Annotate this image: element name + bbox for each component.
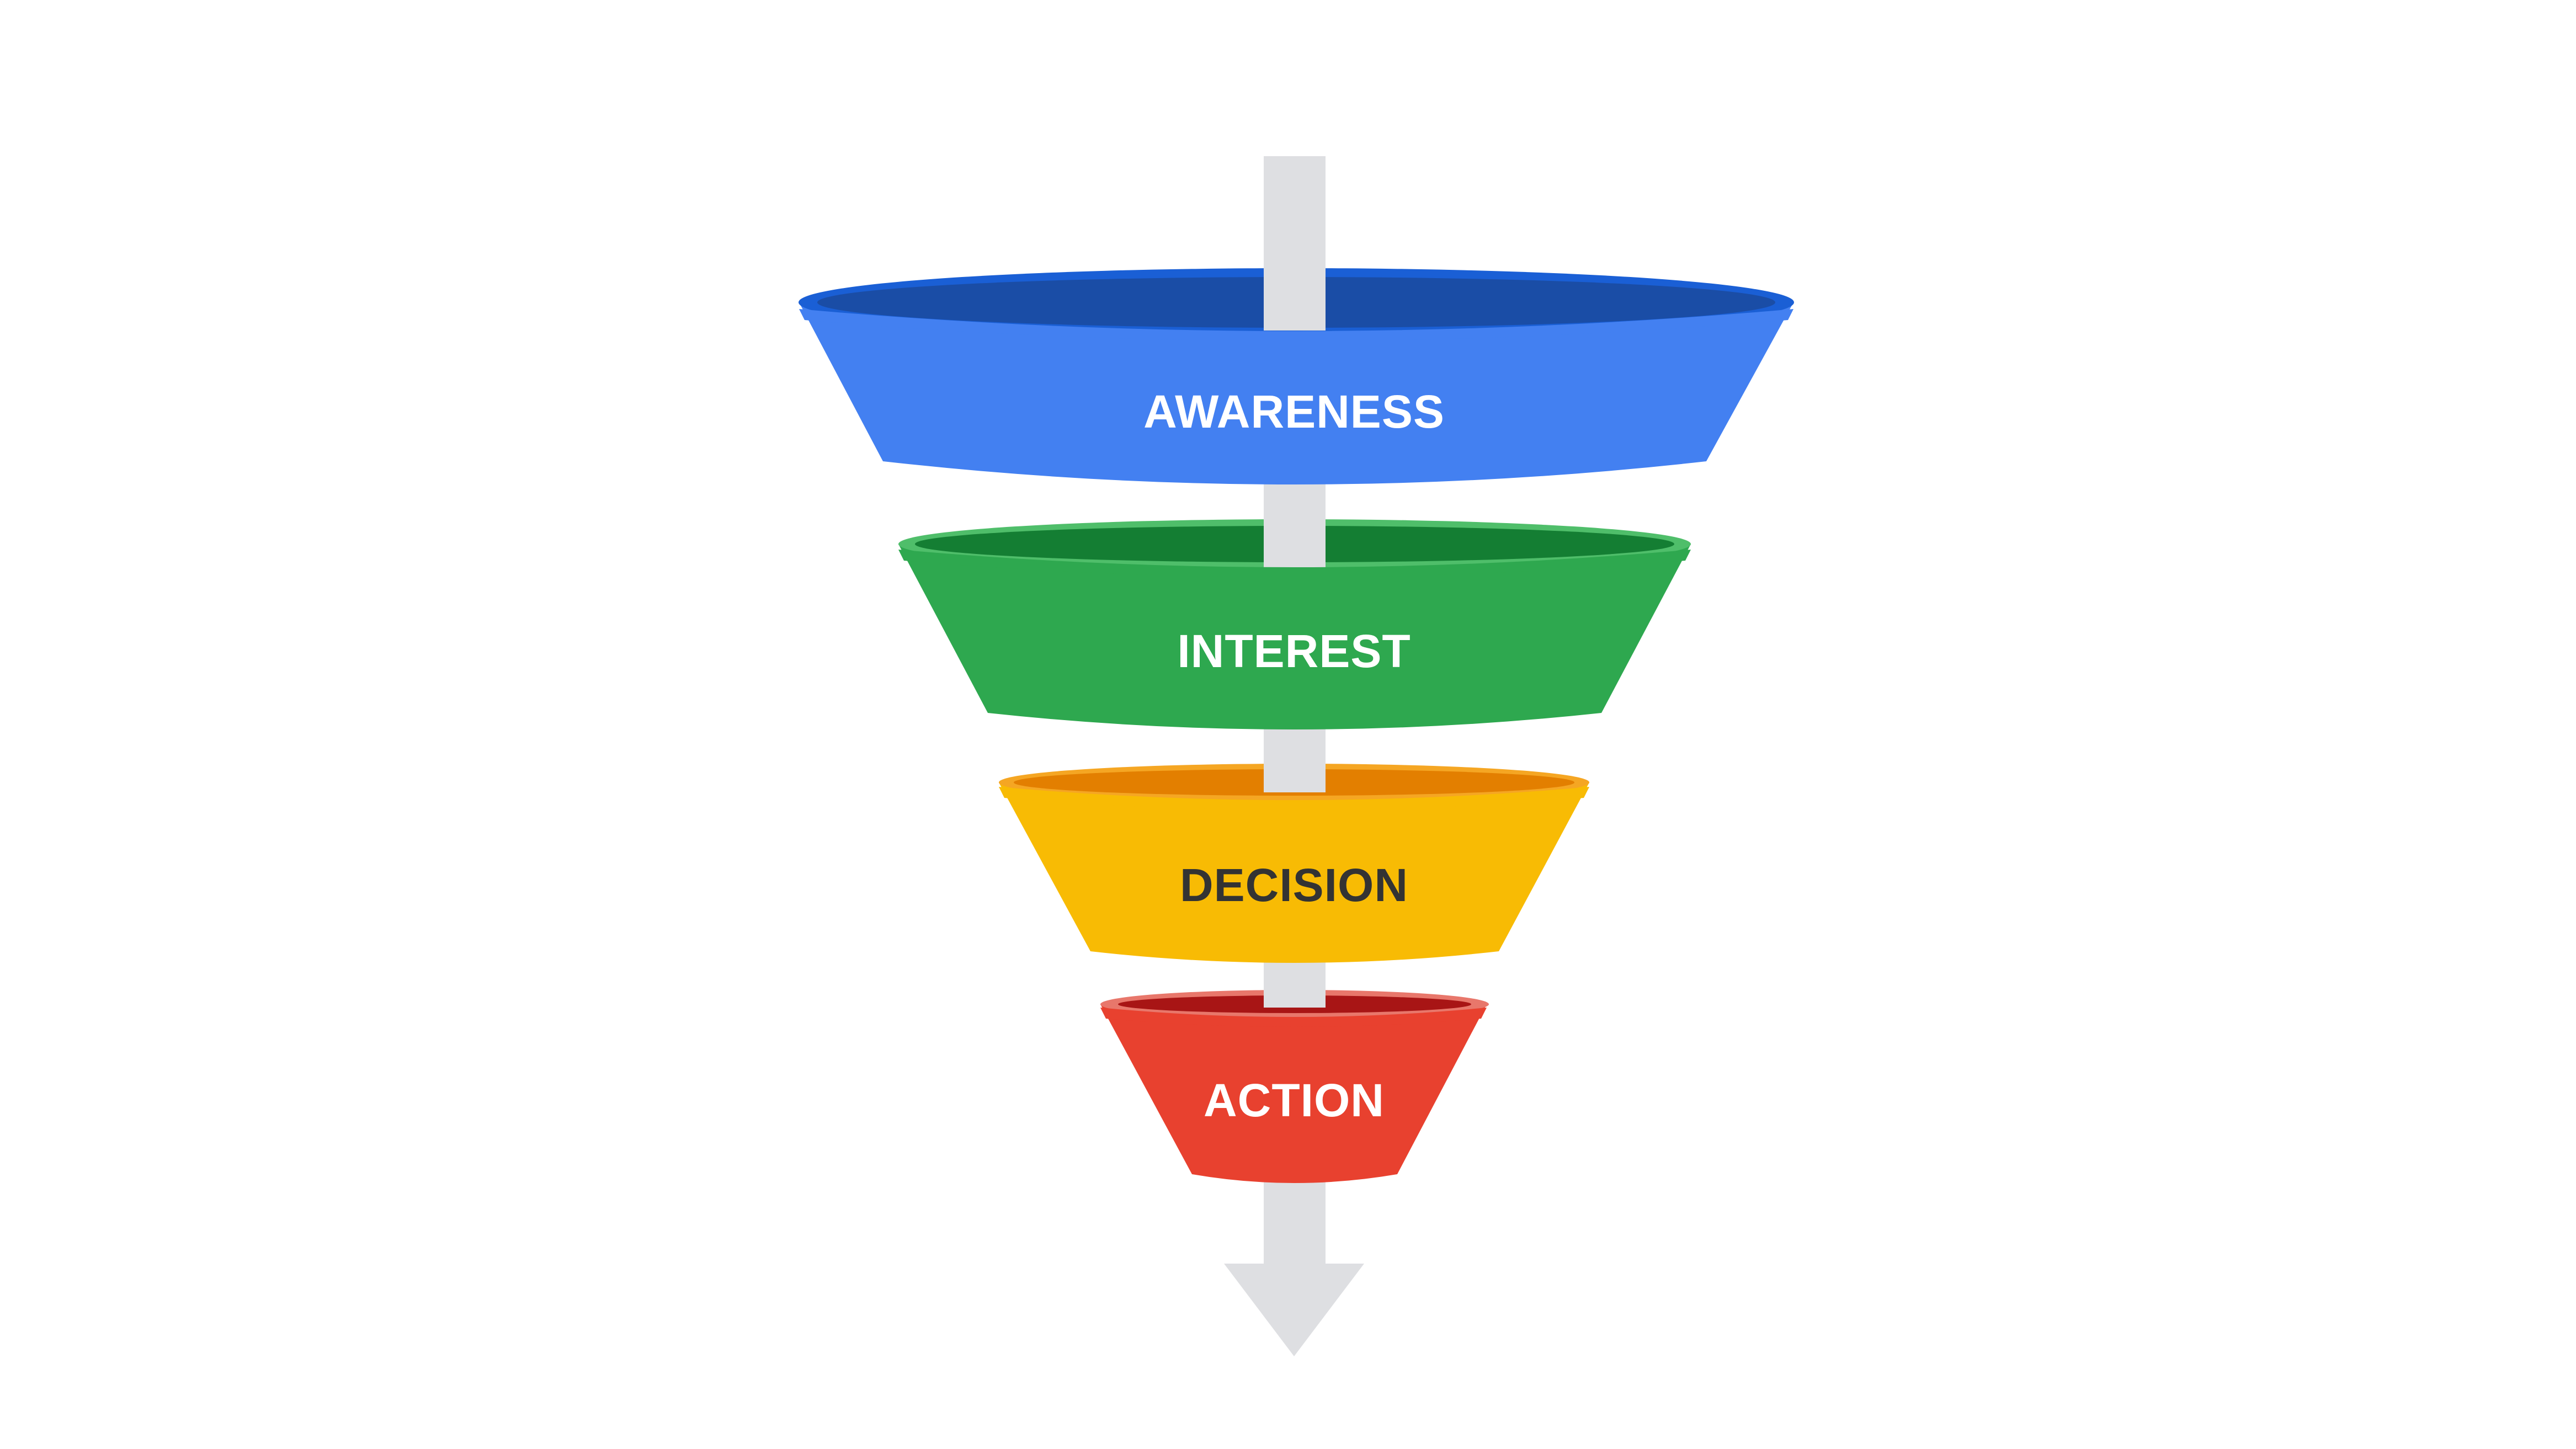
funnel-stage-action: ACTION: [1100, 971, 1489, 1183]
funnel-stage-awareness: AWARENESS: [799, 156, 1794, 484]
funnel-stage-interest-label: INTEREST: [1177, 625, 1411, 677]
funnel-stage-decision-label: DECISION: [1180, 859, 1408, 911]
funnel-stage-awareness-arrow-segment: [1264, 156, 1326, 331]
funnel-stage-action-arrow-segment: [1264, 971, 1326, 1008]
funnel-stage-awareness-label: AWARENESS: [1143, 386, 1445, 438]
funnel-stage-decision-body: [999, 782, 1589, 963]
flow-arrow-head: [1224, 1264, 1364, 1356]
funnel-stage-interest: INTEREST: [898, 519, 1691, 729]
funnel-stage-action-body: [1100, 1004, 1487, 1183]
funnel-stage-interest-lip: [898, 550, 1691, 577]
funnel-stage-awareness-body: [799, 302, 1793, 484]
funnel-stage-decision-arrow-segment: [1264, 739, 1326, 792]
funnel-stage-awareness-lip: [799, 309, 1793, 341]
funnel-stage-interest-arrow-segment: [1264, 519, 1326, 567]
funnel-stage-interest-body: [898, 544, 1691, 729]
funnel-stage-decision-lip: [999, 787, 1589, 810]
funnel-stage-decision: DECISION: [999, 739, 1589, 963]
funnel-stage-action-lip: [1100, 1008, 1487, 1027]
funnel-stage-action-label: ACTION: [1204, 1074, 1385, 1126]
